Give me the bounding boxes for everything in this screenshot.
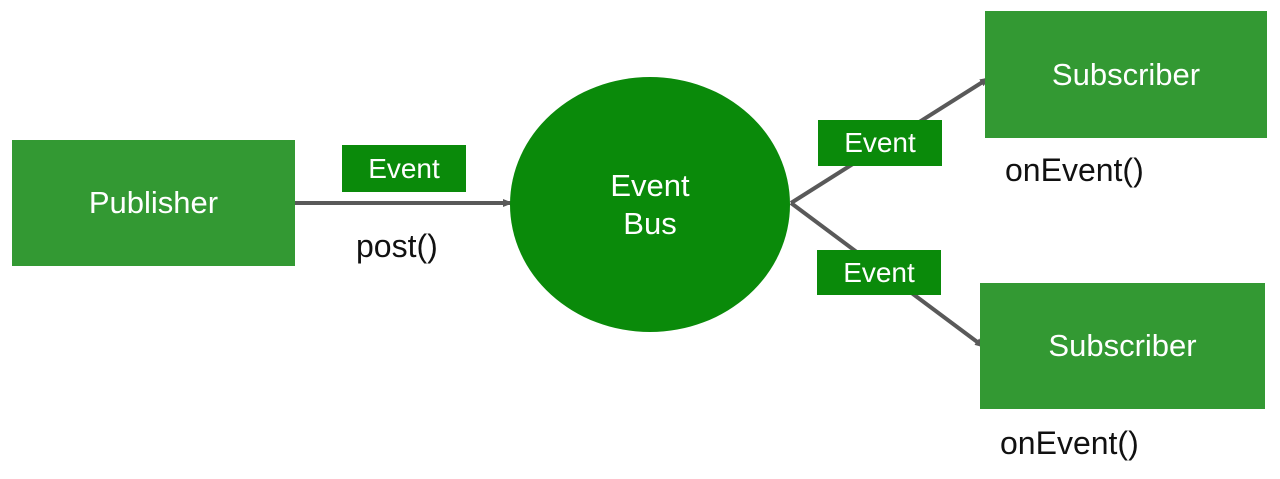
node-subscriber-bottom[interactable]: Subscriber — [980, 283, 1265, 409]
node-event-bus-label-line2: Bus — [623, 205, 677, 241]
edge-badge-deliver-event-top-label: Event — [844, 127, 916, 158]
edge-badge-deliver-event-top: Event — [818, 120, 942, 166]
node-event-bus[interactable]: Event Bus — [510, 77, 790, 332]
edge-badge-deliver-event-bottom: Event — [817, 250, 941, 295]
node-event-bus-label-line1: Event — [610, 167, 690, 203]
edge-badge-post-event-label: Event — [368, 152, 440, 184]
edge-label-on-event-top: onEvent() — [1005, 152, 1144, 188]
edge-label-on-event-bottom: onEvent() — [1000, 425, 1139, 461]
edge-label-post-method: post() — [356, 228, 438, 264]
node-publisher[interactable]: Publisher — [12, 140, 295, 266]
node-publisher-label: Publisher — [88, 185, 219, 220]
node-subscriber-top-label: Subscriber — [1051, 56, 1201, 92]
edge-badge-deliver-event-bottom-label: Event — [843, 256, 915, 288]
node-subscriber-top[interactable]: Subscriber — [985, 11, 1267, 138]
node-subscriber-bottom-label: Subscriber — [1048, 328, 1197, 363]
edge-badge-post-event: Event — [342, 145, 466, 192]
